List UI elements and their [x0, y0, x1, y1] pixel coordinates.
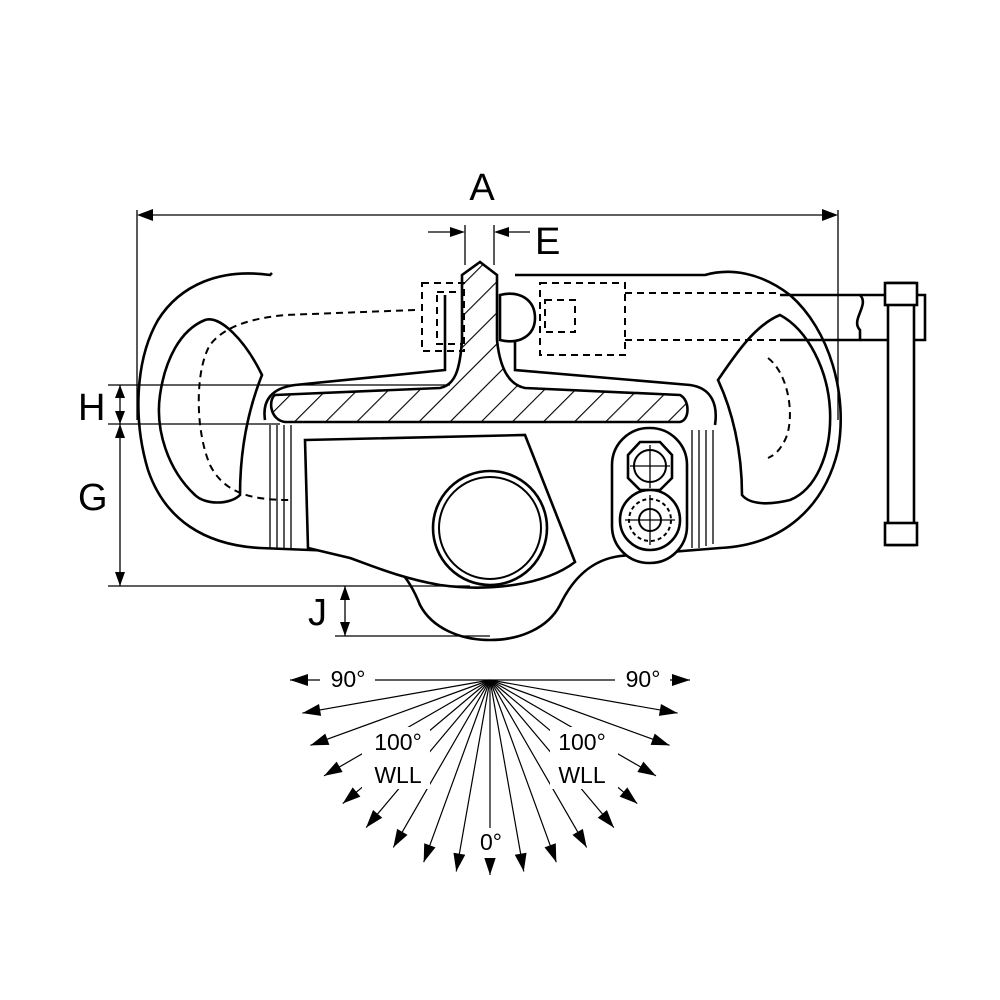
angle-arrowhead [544, 843, 557, 863]
right-ribs [691, 430, 714, 548]
angle-arrowhead [650, 733, 670, 746]
angle-ray [392, 679, 491, 848]
angle-arrowhead [658, 704, 678, 716]
left-wll-text: WLL [374, 762, 422, 788]
left-limit-label: 90° [331, 666, 366, 692]
angle-ray [423, 679, 491, 863]
left-wll-angle: 100° [374, 729, 422, 755]
angle-arrowhead [453, 852, 466, 872]
angle-ray [489, 679, 525, 872]
tommy-bar-top-cap [883, 281, 919, 307]
angle-arrowhead [310, 733, 330, 746]
angle-ray [310, 679, 491, 746]
left-jaw-window [157, 318, 264, 504]
angle-arrowhead [514, 852, 527, 872]
angle-ray [489, 679, 557, 863]
angle-arrowhead [484, 857, 496, 875]
angle-arrowhead [672, 674, 690, 686]
right-jaw-window [716, 313, 832, 505]
dimension-lines: A E H G J [78, 167, 839, 637]
center-angle-label: 0° [480, 829, 502, 855]
angle-ray [455, 679, 491, 872]
angle-ray [489, 679, 670, 746]
beam-flange-section [269, 260, 689, 424]
lifting-eye-inner [438, 476, 542, 580]
angle-labels: 90° 90° 100° WLL 100° WLL 0° [320, 665, 670, 858]
angle-arrowhead [393, 828, 408, 848]
spindle-assembly [421, 281, 927, 547]
angle-arrowhead [619, 787, 638, 804]
lifting-eye-outer [431, 469, 549, 587]
angle-arrowhead [342, 787, 361, 804]
angle-arrowhead [637, 761, 656, 776]
left-ribs [269, 425, 292, 550]
right-wll-text: WLL [558, 762, 606, 788]
dimension-j-label: J [308, 592, 327, 634]
left-hidden-spring [197, 309, 416, 501]
dimension-h-label: H [78, 387, 105, 429]
angle-arrowhead [423, 843, 436, 863]
angle-ray [489, 679, 678, 714]
angle-ray [489, 679, 588, 848]
angle-arrowhead [290, 674, 308, 686]
angle-arrowhead [302, 704, 322, 716]
angle-ray [302, 679, 491, 714]
angle-arrowhead [572, 828, 587, 848]
spindle-ball-tip [498, 292, 537, 343]
tommy-bar-bottom-cap [883, 521, 919, 547]
tommy-bar [886, 281, 916, 547]
right-limit-label: 90° [626, 666, 661, 692]
dimension-a-label: A [469, 167, 495, 209]
clamp-body [137, 260, 842, 642]
right-wll-angle: 100° [558, 729, 606, 755]
spindle-nut-hidden [539, 282, 626, 356]
dimension-g-label: G [78, 477, 108, 519]
dimension-e-label: E [535, 221, 560, 263]
angle-arrowhead [366, 810, 383, 828]
right-hidden-spring [767, 357, 791, 459]
left-pad-hidden [421, 282, 465, 352]
angle-arrowhead [324, 761, 343, 776]
angle-arrowhead [597, 810, 614, 828]
